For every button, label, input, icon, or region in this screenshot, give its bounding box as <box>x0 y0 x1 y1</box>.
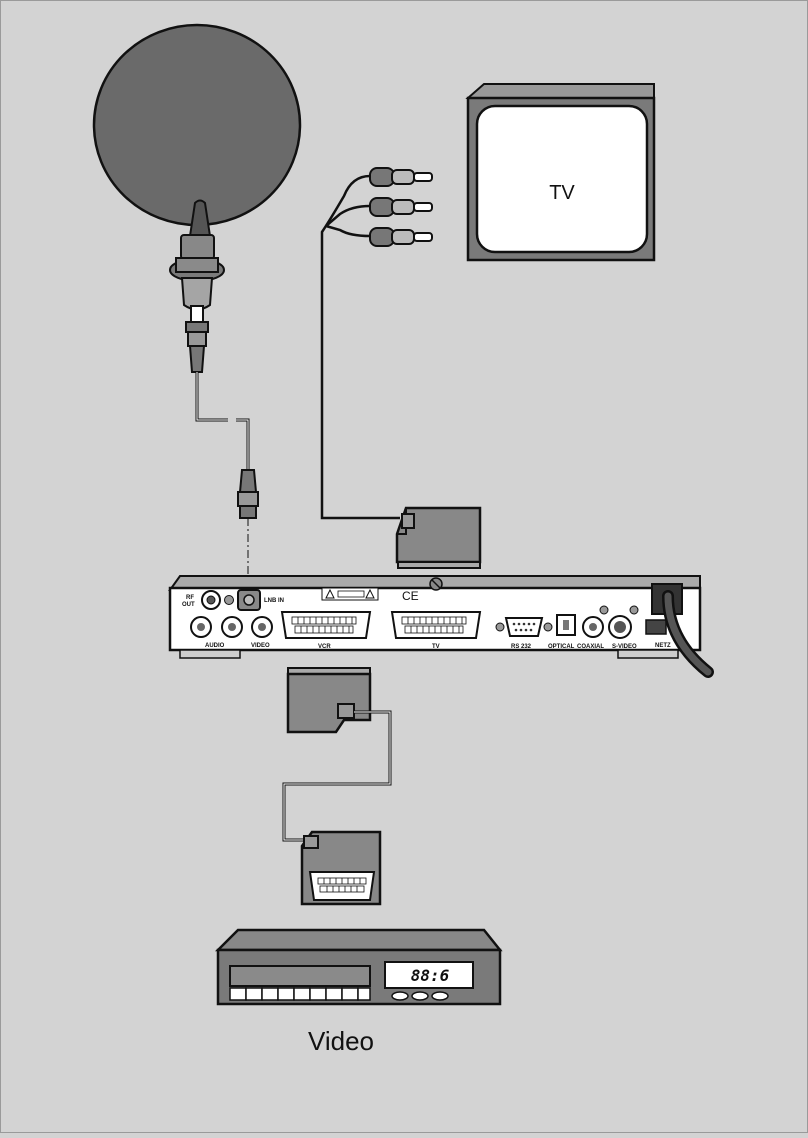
rs232-port[interactable] <box>504 617 544 637</box>
audio-label: AUDIO <box>205 643 225 649</box>
tv-icon: TV <box>465 83 656 262</box>
rs232-label: RS 232 <box>511 644 532 650</box>
vcr-port-label: VCR <box>318 644 331 650</box>
video-caption: Video <box>308 1026 374 1056</box>
vcr-button[interactable] <box>411 991 429 1001</box>
coaxial-label: COAXIAL <box>577 644 604 650</box>
rca-plug-icon <box>369 167 433 247</box>
video-label: VIDEO <box>251 643 270 649</box>
scart-plug-icon <box>395 506 482 569</box>
receiver-icon: RF OUT LNB IN CE AUDIO VIDEO <box>168 575 702 659</box>
scart-plug-icon <box>300 830 382 906</box>
ce-mark: CE <box>402 589 419 603</box>
satellite-dish-icon <box>92 23 302 373</box>
optical-label: OPTICAL <box>548 644 575 650</box>
tv-scart-port[interactable] <box>390 611 482 639</box>
lnb-in-label: LNB IN <box>264 598 284 604</box>
vcr-button[interactable] <box>431 991 449 1001</box>
tv-label: TV <box>549 182 575 204</box>
vcr-button[interactable] <box>391 991 409 1001</box>
s-video-label: S-VIDEO <box>612 644 637 650</box>
scart-plug-icon <box>286 667 372 734</box>
power-cable-icon <box>662 590 714 678</box>
vcr-icon: 88:6 <box>214 928 503 1006</box>
rf-out-label-2: OUT <box>182 602 195 608</box>
scart-cable <box>282 710 392 842</box>
f-plug-icon <box>237 469 259 588</box>
netz-label: NETZ <box>655 643 671 649</box>
vcr-display: 88:6 <box>411 966 450 985</box>
vcr-scart-port[interactable] <box>280 611 372 639</box>
rca-cable <box>320 174 400 520</box>
coax-cable <box>195 372 250 470</box>
rf-out-label-1: RF <box>186 595 194 601</box>
power-switch[interactable] <box>645 619 667 635</box>
tv-port-label: TV <box>432 644 440 650</box>
